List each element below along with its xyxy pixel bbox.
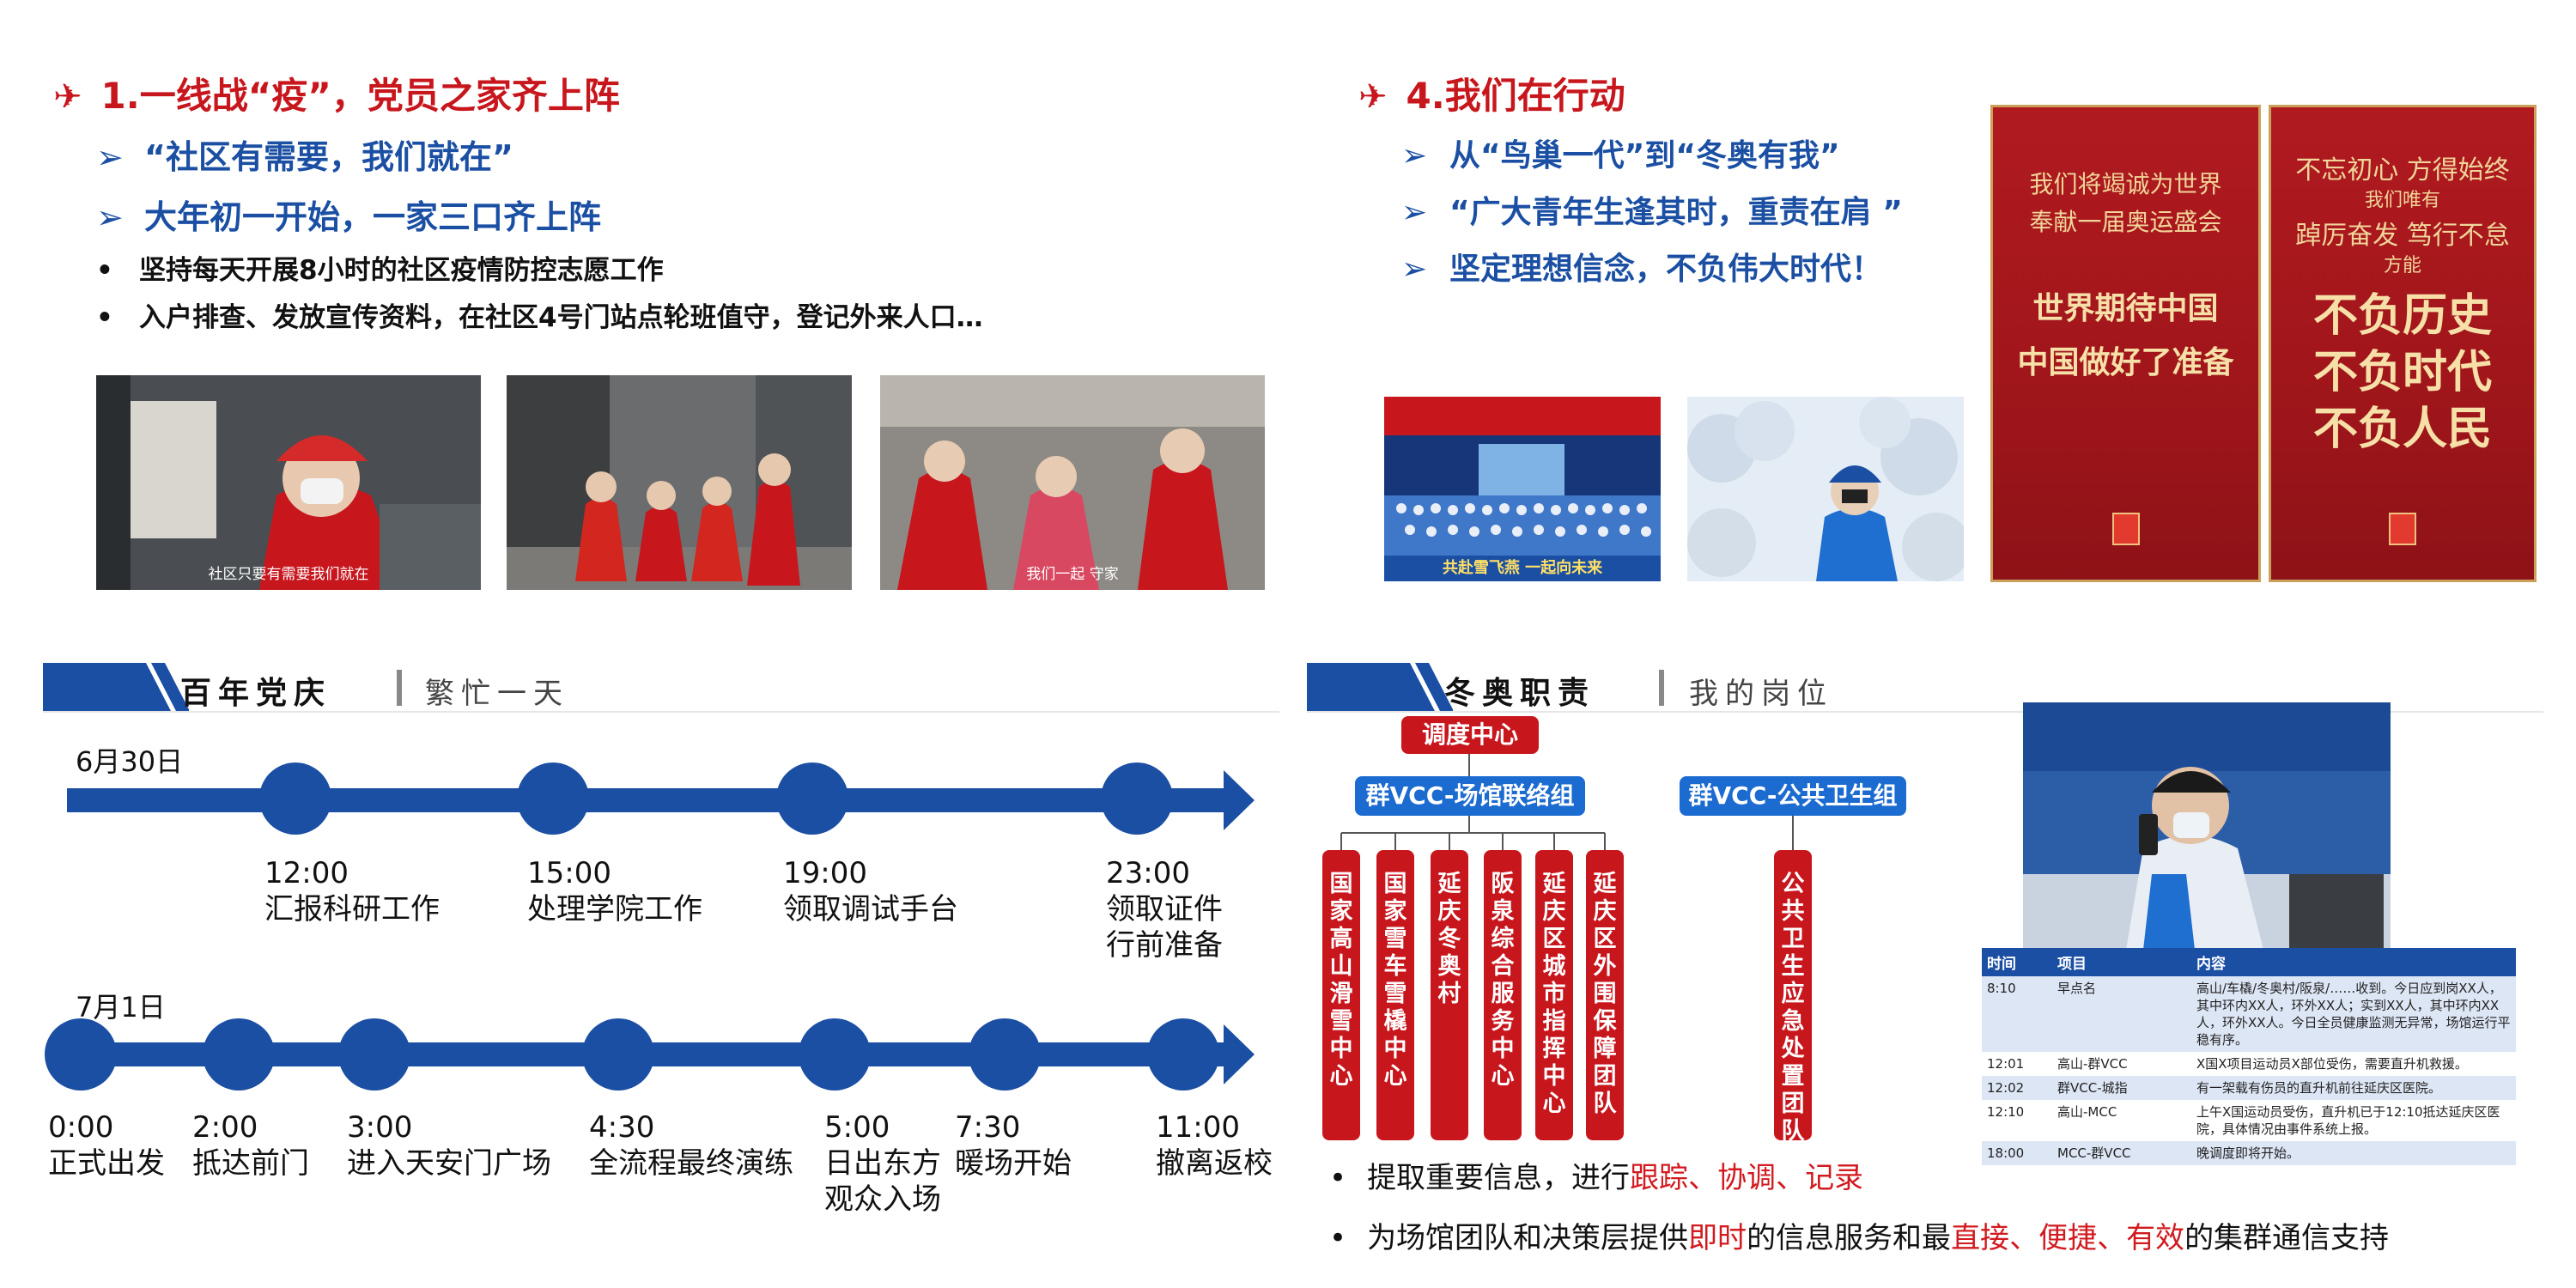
org-unit: 延庆冬奥村: [1431, 850, 1468, 1140]
olympic-poster-1: 我们将竭诚为世界 奉献一届奥运盛会 世界期待中国 中国做好了准备: [1990, 105, 2261, 582]
timeline-bar-day1: [67, 788, 1235, 812]
arrow-bullet-icon: ➢: [1401, 195, 1428, 230]
airplane-icon: ✈: [1358, 77, 1388, 117]
timeline-event: 7:30 暖场开始: [955, 1110, 1072, 1181]
snow-photo: [1687, 397, 1964, 581]
timeline-node: [45, 1018, 117, 1091]
group-photo-banner: 共赴雪飞燕 一起向未来: [1442, 559, 1603, 577]
table-row: 8:10 早点名 高山/车橇/冬奥村/阪泉/……收到。今日应到岗XX人，其中环内…: [1982, 976, 2516, 1052]
section-heading-1: ✈1.一线战“疫”，党员之家齐上阵: [53, 75, 620, 117]
winter-header: 冬奥职责 我的岗位: [1307, 663, 2543, 714]
airplane-icon: ✈: [53, 77, 82, 117]
timeline-node: [776, 762, 848, 835]
sub-bullet-3: ➢坚定理想信念，不负伟大时代！: [1401, 252, 1883, 287]
photo-caption: 我们一起 守家: [1026, 566, 1119, 583]
sub-bullet-1: ➢从“鸟巢一代”到“冬奥有我”: [1401, 138, 1840, 173]
winter-title: 冬奥职责: [1444, 675, 1596, 711]
volunteer-photo-2-art: [507, 375, 852, 590]
timeline-node: [517, 762, 589, 835]
table-row: 12:02 群VCC-城指 有一架载有伤员的直升机前往延庆区医院。: [1982, 1076, 2516, 1100]
org-chart-lines: [1340, 752, 1794, 850]
timeline-event: 11:00 撤离返校: [1156, 1110, 1273, 1181]
org-unit: 延庆区外围保障团队: [1586, 850, 1624, 1140]
org-unit: 国家高山滑雪中心: [1322, 850, 1360, 1140]
org-unit: 国家雪车雪橇中心: [1376, 850, 1414, 1140]
timeline-arrowhead: [1224, 770, 1255, 830]
timeline-node: [259, 762, 331, 835]
photo-caption: 社区只要有需要我们就在: [208, 566, 369, 583]
timeline-event: 4:30 全流程最终演练: [589, 1110, 793, 1181]
radio-operator-photo: [2023, 702, 2391, 950]
volunteer-photo-1-art: [96, 375, 481, 590]
timeline-event: 23:00 领取证件 行前准备: [1106, 856, 1223, 963]
group-photo-art: [1384, 397, 1661, 581]
arrow-bullet-icon: ➢: [1401, 138, 1428, 173]
timeline-node: [1101, 762, 1173, 835]
timeline-node: [969, 1018, 1041, 1091]
group-photo: 共赴雪飞燕 一起向未来: [1384, 397, 1661, 581]
volunteer-photo-3: 我们一起 守家: [880, 375, 1265, 590]
timeline-subtitle: 繁忙一天: [425, 677, 569, 711]
arrow-bullet-icon: ➢: [1401, 252, 1428, 287]
org-unit: 阪泉综合服务中心: [1484, 850, 1522, 1140]
olympic-poster-2: 不忘初心 方得始终 我们唯有 踔厉奋发 笃行不怠 方能 不负历史 不负时代 不负…: [2269, 105, 2537, 582]
table-header: 内容: [2191, 948, 2516, 976]
timeline-event: 12:00 汇报科研工作: [264, 856, 440, 927]
timeline-node: [582, 1018, 654, 1091]
timeline-title: 百年党庆: [180, 675, 332, 711]
seal-icon: [2389, 513, 2416, 545]
arrow-bullet-icon: ➢: [96, 138, 124, 176]
sub-bullet-2: ➢大年初一开始，一家三口齐上阵: [96, 198, 602, 236]
detail-bullet-1: •坚持每天开展8小时的社区疫情防控志愿工作: [96, 255, 664, 286]
volunteer-photo-1: 社区只要有需要我们就在: [96, 375, 481, 590]
sub-bullet-1: ➢“社区有需要，我们就在”: [96, 138, 513, 176]
header-stripe-icon: [43, 663, 189, 713]
section-heading-4: ✈4.我们在行动: [1358, 75, 1625, 117]
seal-icon: [2111, 513, 2140, 545]
timeline-node: [1147, 1018, 1219, 1091]
timeline-node: [799, 1018, 871, 1091]
winter-subtitle: 我的岗位: [1689, 677, 1833, 711]
duty-bullet-2: •为场馆团队和决策层提供即时的信息服务和最直接、便捷、有效的集群通信支持: [1329, 1221, 2390, 1255]
timeline-arrowhead: [1224, 1024, 1255, 1084]
table-row: 12:01 高山-群VCC X国X项目运动员X部位受伤，需要直升机救援。: [1987, 1056, 2468, 1072]
table-row: 18:00 MCC-群VCC 晚调度即将开始。: [1982, 1141, 2516, 1165]
dispatch-log-table: 时间 项目 内容 8:10 早点名 高山/车橇/冬奥村/阪泉/……收到。今日应到…: [1982, 948, 2516, 1165]
volunteer-photo-3-art: [880, 375, 1265, 590]
timeline-event: 15:00 处理学院工作: [527, 856, 702, 927]
radio-operator-photo-art: [2023, 702, 2391, 950]
date-label-day1: 6月30日: [76, 745, 184, 778]
sub-bullet-2: ➢“广大青年生逢其时，重责在肩 ”: [1401, 195, 1903, 230]
timeline-node: [338, 1018, 410, 1091]
snow-photo-art: [1687, 397, 1964, 581]
org-node-dispatch-center: 调度中心: [1401, 716, 1539, 754]
table-row: 12:10 高山-MCC 上午X国运动员受伤，直升机已于12:10抵达延庆区医院…: [1987, 1104, 2500, 1137]
table-header: 时间: [1982, 948, 2052, 976]
timeline-event: 0:00 正式出发: [48, 1110, 165, 1181]
detail-bullet-2: •入户排查、发放宣传资料，在社区4号门站点轮班值守，登记外来人口…: [96, 302, 983, 333]
org-unit-health: 公共卫生应急处置团队: [1774, 850, 1812, 1145]
timeline-node: [203, 1018, 275, 1091]
timeline-event: 19:00 领取调试手台: [783, 856, 958, 927]
timeline-event: 5:00 日出东方 观众入场: [824, 1110, 941, 1217]
timeline-event: 2:00 抵达前门: [192, 1110, 309, 1181]
volunteer-photo-2: [507, 375, 852, 590]
timeline-header: 百年党庆 繁忙一天: [43, 663, 1279, 714]
table-header: 项目: [2052, 948, 2191, 976]
org-unit: 延庆区城市指挥中心: [1535, 850, 1573, 1140]
org-node-health-group: 群VCC-公共卫生组: [1680, 776, 1906, 816]
timeline-event: 3:00 进入天安门广场: [347, 1110, 551, 1181]
org-node-venue-group: 群VCC-场馆联络组: [1355, 776, 1585, 816]
arrow-bullet-icon: ➢: [96, 198, 124, 236]
duty-bullet-1: •提取重要信息，进行跟踪、协调、记录: [1329, 1161, 1864, 1195]
header-stripe-icon: [1307, 663, 1453, 713]
date-label-day2: 7月1日: [76, 991, 166, 1024]
